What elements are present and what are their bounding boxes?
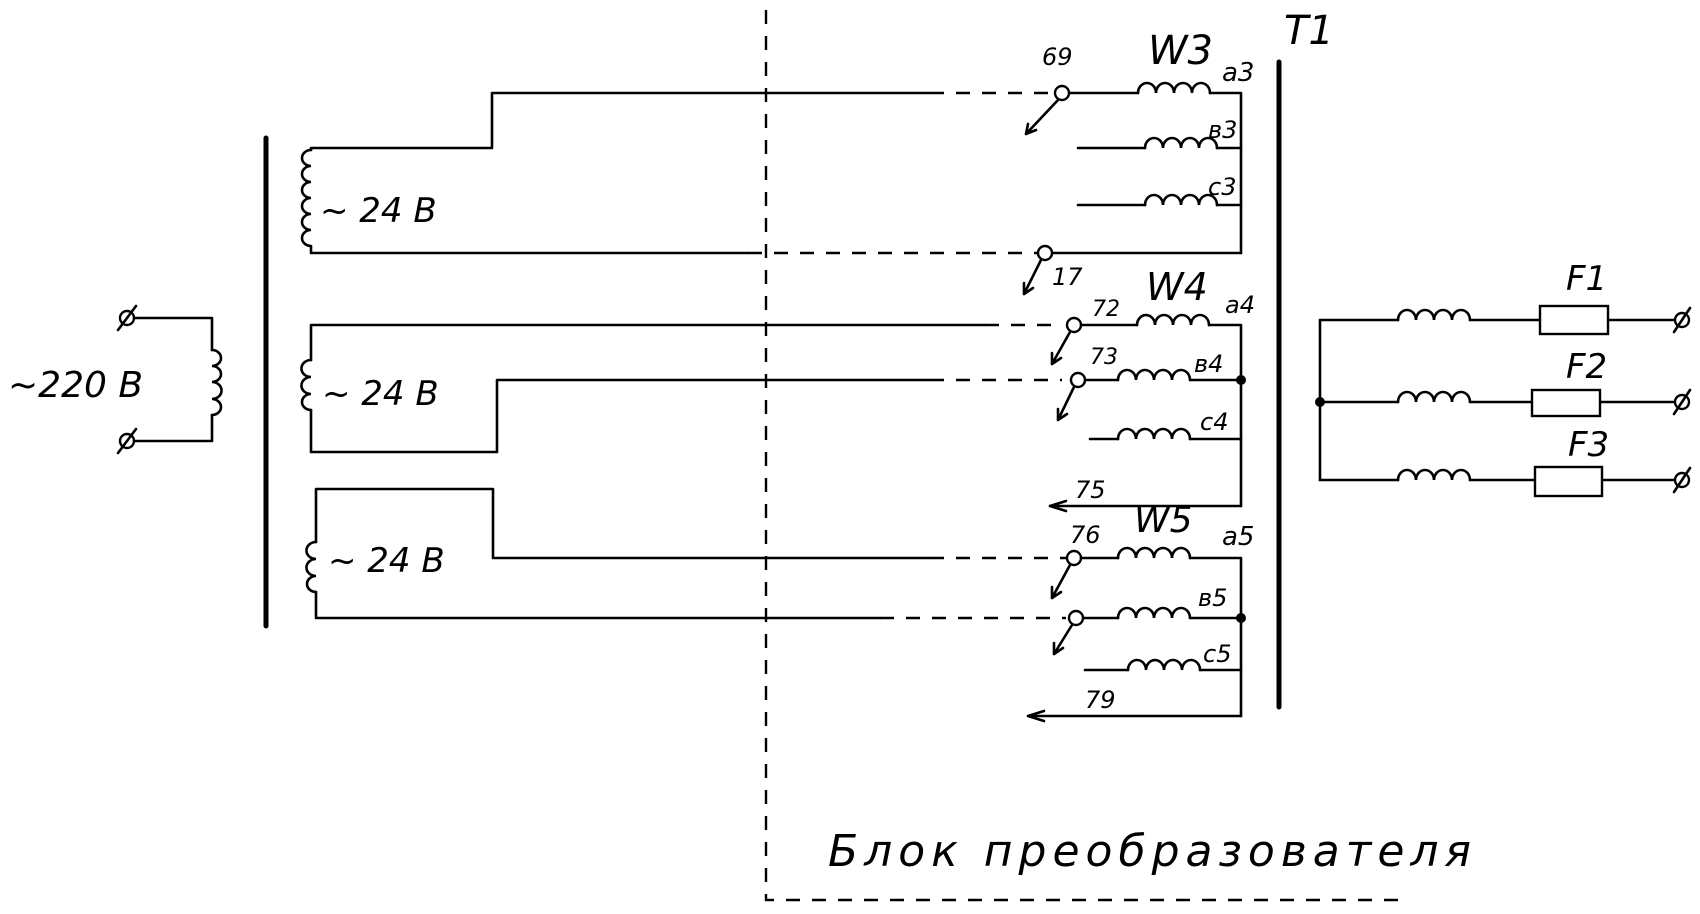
terminal-72-label: 72 <box>1092 297 1120 322</box>
output-terminal-3 <box>1672 466 1692 494</box>
terminal-79-arrow <box>1026 709 1243 723</box>
tap-c5-label: c5 <box>1203 640 1231 668</box>
terminal-17-label: 17 <box>1052 263 1083 291</box>
terminal-17 <box>1022 244 1054 296</box>
terminal-69-label: 69 <box>1042 43 1073 71</box>
output-terminal-2 <box>1672 388 1692 416</box>
terminal-76 <box>1050 549 1083 600</box>
terminal-79-label: 79 <box>1085 686 1116 714</box>
junction-b4 <box>1236 375 1246 385</box>
secondary-coil-2 <box>300 358 313 412</box>
terminal-79-node <box>1052 609 1085 656</box>
winding-w4-label: W4 <box>1146 265 1208 309</box>
secondary-voltage-label-3: ~ 24 В <box>328 541 445 581</box>
secondary-voltage-label-2: ~ 24 В <box>322 374 439 414</box>
tap-b3-label: в3 <box>1208 116 1237 144</box>
secondary-circuit-2: ~ 24 В <box>300 323 1062 454</box>
fuse-f1-label: F1 <box>1566 259 1607 299</box>
secondary-coil-3 <box>305 540 318 594</box>
tap-a3-label: a3 <box>1222 58 1254 88</box>
fuse-f1 <box>1538 304 1610 336</box>
secondary-voltage-label-1: ~ 24 В <box>320 191 437 231</box>
t1-label: T1 <box>1284 8 1334 54</box>
supply-voltage-label: ~220 В <box>8 365 143 406</box>
tap-c4-label: c4 <box>1200 408 1228 436</box>
tap-a5-label: a5 <box>1222 522 1254 552</box>
terminal-76-label: 76 <box>1070 521 1101 549</box>
terminal-75-label: 75 <box>1075 476 1106 504</box>
terminal-75-arrow <box>1048 499 1243 513</box>
winding-w5-label: W5 <box>1134 500 1193 541</box>
junction-b5 <box>1236 613 1246 623</box>
secondary-circuit-3: ~ 24 В <box>305 487 1066 620</box>
fuse-f3 <box>1533 465 1604 498</box>
terminal-73-label: 73 <box>1090 345 1118 370</box>
fuse-f2 <box>1530 388 1602 418</box>
fuse-f2-label: F2 <box>1566 347 1607 387</box>
winding-w5: W5 76 a5 в5 c5 79 <box>1026 500 1254 723</box>
supply-input: ~220 В <box>8 304 223 455</box>
winding-w4: W4 72 a4 73 в4 c4 75 <box>1048 265 1255 513</box>
winding-w3: W3 69 a3 в3 c3 17 <box>1022 28 1254 296</box>
winding-w3-label: W3 <box>1148 28 1213 74</box>
tap-a4-label: a4 <box>1225 291 1255 319</box>
tap-c3-label: c3 <box>1208 173 1236 201</box>
secondary-coil-1 <box>300 148 313 248</box>
block-label: Блок преобразователя <box>828 826 1477 877</box>
output-circuit: F1 F2 F3 <box>1315 259 1692 498</box>
tap-b4-label: в4 <box>1194 350 1223 378</box>
secondary-circuit-1: ~ 24 В <box>300 91 1055 255</box>
primary-coil <box>210 348 223 417</box>
terminal-73 <box>1056 371 1087 422</box>
block-boundary <box>764 10 1410 902</box>
fuse-f3-label: F3 <box>1568 425 1609 465</box>
tap-b5-label: в5 <box>1198 584 1227 612</box>
output-terminal-1 <box>1672 306 1692 334</box>
terminal-72 <box>1050 316 1083 366</box>
